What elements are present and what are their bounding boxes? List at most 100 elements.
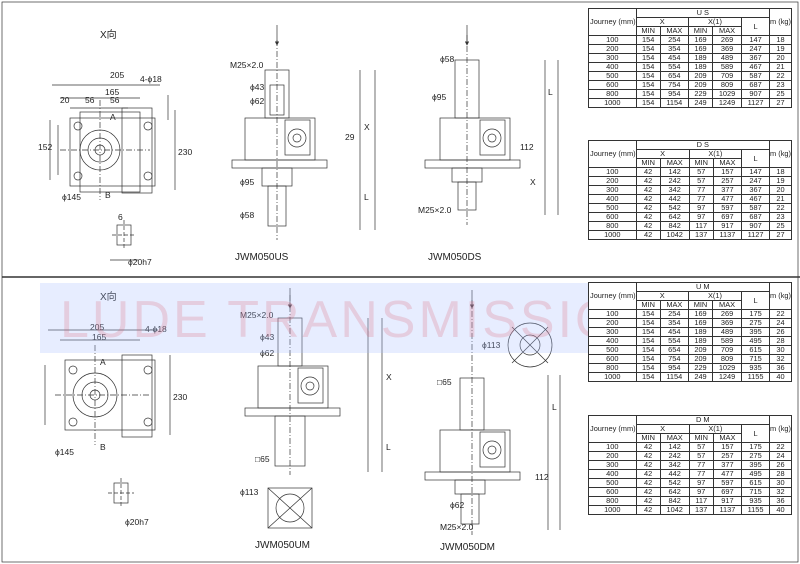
dim-d113-dm: ϕ113 [482, 340, 501, 350]
table-cell: 1042 [659, 230, 690, 240]
table-dm: Journey (mm) D M m (kg) X X(1) L MIN MAX… [588, 415, 792, 515]
dim-holes-b: 4-ϕ18 [145, 324, 167, 334]
label-b: B [105, 190, 111, 200]
side-view-dm [424, 300, 561, 535]
dim-56a: 56 [85, 95, 95, 105]
model-label-ds: JWM050DS [428, 252, 482, 263]
table-cell: 1137 [712, 505, 743, 515]
dim-m25-dm: M25×2.0 [440, 522, 474, 532]
dim-112-dm: 112 [535, 472, 549, 482]
side-view-ds [424, 35, 559, 225]
table-cell: 27 [769, 98, 792, 108]
mass-header: m (kg) [769, 8, 792, 36]
table-cell: 42 [635, 505, 661, 515]
table-cell: 249 [687, 372, 714, 382]
dim-m25-ds: M25×2.0 [418, 205, 452, 215]
dim-d20h7-b: ϕ20h7 [125, 517, 149, 527]
table-cell: 1155 [740, 505, 771, 515]
dim-holes: 4-ϕ18 [140, 74, 162, 84]
dim-20: 20 [60, 95, 70, 105]
table-cell: 1000 [588, 505, 637, 515]
table-cell: 1127 [740, 98, 771, 108]
table-cell: 1249 [712, 98, 742, 108]
model-label-dm: JWM050DM [440, 542, 495, 553]
table-cell: 1249 [712, 372, 742, 382]
watermark-text: LUDE TRANSMISSION [60, 291, 660, 349]
dim-29-us: 29 [345, 132, 355, 142]
dim-l-us: L [364, 192, 369, 202]
dim-165-b: 165 [92, 332, 106, 342]
label-b-b: B [100, 442, 106, 452]
dim-m25-um: M25×2.0 [240, 310, 274, 320]
side-view-um [244, 295, 383, 529]
table-cell: 40 [769, 505, 792, 515]
table-cell: 154 [635, 98, 661, 108]
dim-56b: 56 [110, 95, 120, 105]
dim-6: 6 [118, 212, 123, 222]
dim-230: 230 [178, 147, 192, 157]
label-a-b: A [100, 357, 106, 367]
table-cell: 249 [687, 98, 714, 108]
table-title: D S [635, 140, 771, 150]
table-ds: Journey (mm) D S m (kg) X X(1) L MIN MAX… [588, 140, 792, 240]
dim-152: 152 [38, 142, 52, 152]
l-header: L [740, 291, 771, 310]
journey-header: Journey (mm) [588, 140, 637, 168]
dim-x-ds: X [530, 177, 536, 187]
dim-l-ds: L [548, 87, 553, 97]
journey-header: Journey (mm) [588, 8, 637, 36]
table-cell: 1154 [659, 98, 689, 108]
top-view-um [44, 329, 171, 445]
model-label-us: JWM050US [235, 252, 289, 263]
dim-165: 165 [105, 87, 119, 97]
dim-205: 205 [110, 70, 124, 80]
dim-d58-ds: ϕ58 [440, 54, 454, 64]
dim-d43-um: ϕ43 [260, 332, 274, 342]
model-label-um: JWM050UM [255, 540, 310, 551]
mass-header: m (kg) [769, 140, 792, 168]
table-cell: 42 [635, 230, 661, 240]
dim-d145: ϕ145 [62, 192, 81, 202]
table-cell: 1000 [588, 372, 637, 382]
table-cell: 154 [635, 372, 661, 382]
dim-d62-dm: ϕ62 [450, 500, 464, 510]
journey-header: Journey (mm) [588, 415, 637, 443]
dim-d62-um: ϕ62 [260, 348, 274, 358]
dim-d20h7: ϕ20h7 [128, 257, 152, 267]
mass-header: m (kg) [769, 415, 792, 443]
dim-d65-um: □65 [255, 454, 270, 464]
label-a: A [110, 112, 116, 122]
table-title: D M [635, 415, 771, 425]
dim-d95-ds: ϕ95 [432, 92, 446, 102]
table-cell: 1155 [740, 372, 771, 382]
view-label-top: X向 [100, 28, 117, 41]
dim-d43-us: ϕ43 [250, 82, 264, 92]
table-title: U S [635, 8, 771, 18]
dim-d62-us: ϕ62 [250, 96, 264, 106]
table-cell: 1154 [659, 372, 689, 382]
table-cell: 1000 [588, 230, 637, 240]
dim-l-um: L [386, 442, 391, 452]
table-cell: 1137 [712, 230, 743, 240]
table-us: Journey (mm) U S m (kg) X X(1) L MIN MAX… [588, 8, 792, 108]
shaft-end-view-2 [108, 478, 134, 508]
shaft-end-view [110, 220, 138, 261]
dim-l-dm: L [552, 402, 557, 412]
journey-header: Journey (mm) [588, 282, 637, 310]
l-header: L [740, 17, 771, 36]
dim-d145-b: ϕ145 [55, 447, 74, 457]
